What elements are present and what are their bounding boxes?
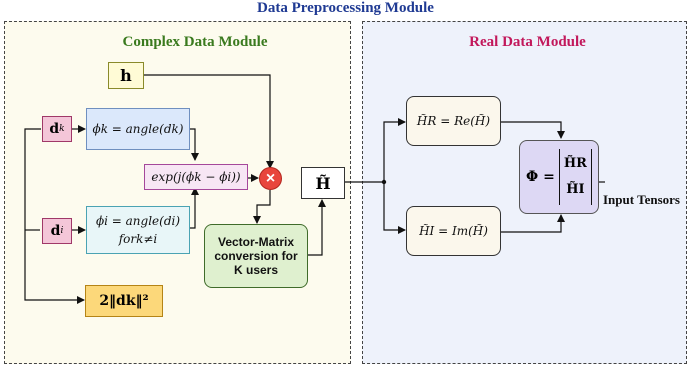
phi-i-box: ϕi = angle(di) fork≠i [86, 206, 190, 254]
h-tilde-box: H̃ [301, 167, 345, 199]
phi-output-box: Φ = H̃R H̃I [519, 140, 599, 214]
norm-expression: 2‖dk‖² [99, 293, 149, 309]
real-data-module-title: Real Data Module [469, 34, 586, 50]
input-tensors-label: Input Tensors [603, 192, 680, 207]
dk-label: d [49, 121, 60, 137]
complex-data-module-title: Complex Data Module [122, 34, 268, 50]
phi-matrix-bottom: H̃I [566, 182, 585, 197]
vector-matrix-conversion-box: Vector-Matrix conversion for K users [204, 224, 308, 288]
exp-expression: exp(j(ϕk − ϕi)) [151, 170, 241, 184]
vector-matrix-label: Vector-Matrix conversion for K users [214, 235, 298, 277]
phi-matrix: H̃R H̃I [558, 149, 592, 205]
imag-part-expression: H̃I = Im(H̃) [419, 224, 488, 238]
norm-box: 2‖dk‖² [85, 285, 163, 317]
real-part-expression: H̃R = Re(H̃) [416, 114, 491, 128]
phi-k-expression: ϕk = angle(dk) [92, 122, 184, 136]
multiply-icon: × [259, 167, 282, 190]
dk-subscript: k [59, 124, 65, 134]
real-data-module-panel [362, 21, 687, 364]
diagram-title: Data Preprocessing Module [257, 0, 434, 16]
h-input-box: h [108, 62, 144, 89]
phi-lhs: Φ = [526, 169, 555, 185]
phi-i-expression: ϕi = angle(di) [95, 214, 181, 228]
di-label: d [50, 223, 61, 239]
di-subscript: i [60, 226, 64, 236]
phi-i-condition: fork≠i [118, 232, 158, 246]
imag-part-box: H̃I = Im(H̃) [406, 206, 501, 256]
real-part-box: H̃R = Re(H̃) [406, 96, 501, 146]
phi-matrix-top: H̃R [563, 156, 587, 171]
h-tilde-label: H̃ [315, 173, 331, 193]
multiply-symbol: × [265, 169, 276, 187]
exp-phase-box: exp(j(ϕk − ϕi)) [144, 164, 248, 190]
complex-data-module-panel [4, 21, 351, 364]
h-label: h [120, 66, 132, 85]
phi-k-box: ϕk = angle(dk) [86, 108, 190, 150]
